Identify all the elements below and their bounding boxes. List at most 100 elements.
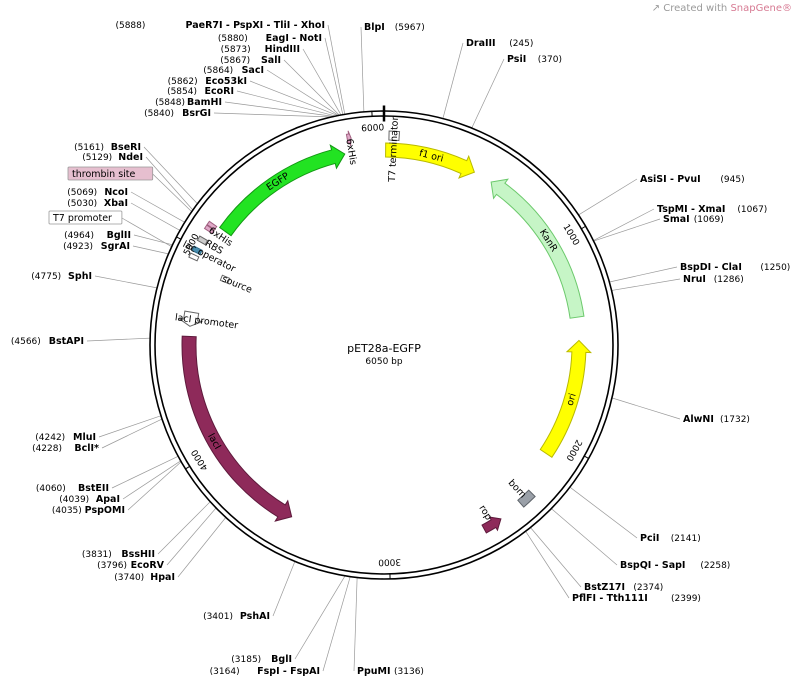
site-name-eco53ki: Eco53kI	[205, 76, 247, 87]
leader-pspomi	[127, 461, 182, 511]
site-bspdi-clai[interactable]: BspDI - ClaI(1250)	[680, 262, 790, 273]
feature-t7-promoter[interactable]	[188, 252, 200, 262]
site-thrombin-site[interactable]: thrombin site	[67, 166, 154, 181]
site-bcli[interactable]: BclI*(4228)	[32, 443, 99, 454]
leader-bsshii	[157, 501, 211, 555]
site-bglii[interactable]: BglII (4964)	[64, 230, 131, 241]
site-nrui[interactable]: NruI(1286)	[683, 274, 744, 285]
site-saci[interactable]: SacI(5864)	[203, 65, 264, 76]
site-pos-alwni: (1732)	[720, 415, 750, 425]
site-bsshii[interactable]: BssHII(3831)	[82, 549, 155, 560]
site-t7-promoter[interactable]: T7 promoter	[48, 210, 123, 225]
feature-thrombin-box[interactable]	[206, 220, 218, 231]
site-pos-ppumi: (3136)	[394, 667, 424, 677]
feature-t7-terminator[interactable]	[388, 130, 401, 142]
site-draiii[interactable]: DraIII(245)	[466, 38, 533, 49]
site-ppumi[interactable]: PpuMI(3136)	[357, 666, 424, 677]
site-blpi[interactable]: BlpI(5967)	[364, 22, 425, 33]
site-fspi-fspai[interactable]: FspI - FspAI(3164)	[210, 666, 320, 677]
site-name-asisi-pvui: AsiSI - PvuI	[640, 174, 701, 185]
feature-bom[interactable]	[517, 489, 536, 508]
site-name-blpi: BlpI	[364, 22, 385, 33]
site-pcii[interactable]: PciI(2141)	[640, 533, 701, 544]
leader-bsteii	[111, 455, 179, 489]
feature-source[interactable]	[219, 274, 231, 284]
site-name-eagi-noti: EagI - NotI	[266, 33, 322, 44]
site-pspomi[interactable]: PspOMI(4035)	[52, 505, 125, 516]
site-name-draiii: DraIII	[466, 38, 496, 49]
leader-bglii	[133, 234, 174, 246]
site-pos-apai: (4039)	[59, 495, 89, 505]
site-bgli[interactable]: BglI (3185)	[231, 654, 292, 665]
tick-label-1000: 1000	[560, 223, 580, 248]
site-apai[interactable]: ApaI(4039)	[59, 494, 120, 505]
site-name-bglii: BglII	[107, 230, 131, 241]
feature-rbs[interactable]	[196, 235, 209, 246]
leader-bgli	[294, 575, 346, 660]
feature-rop[interactable]	[481, 516, 502, 534]
site-tspmi-xmai[interactable]: TspMI - XmaI(1067)	[657, 204, 767, 215]
site-name-pspomi: PspOMI	[85, 505, 125, 516]
site-pos-bspqi-sapi: (2258)	[700, 561, 730, 571]
site-smai[interactable]: SmaI(1069)	[663, 214, 724, 225]
site-sali[interactable]: SalI(5867)	[220, 55, 281, 66]
feature-laci-promoter[interactable]	[178, 310, 203, 327]
site-sgrai[interactable]: SgrAI(4923)	[63, 241, 130, 252]
feature-6xhis-a[interactable]	[345, 130, 352, 147]
site-pos-pflfi-tth111i: (2399)	[671, 594, 701, 604]
site-mlui[interactable]: MluI(4242)	[35, 432, 96, 443]
site-ndei[interactable]: NdeI(5129)	[82, 152, 143, 163]
site-pshai[interactable]: PshAI(3401)	[203, 611, 270, 622]
watermark-prefix: Created with	[663, 3, 728, 14]
leader-alwni	[611, 397, 681, 420]
feature-lac-operator[interactable]	[191, 245, 203, 256]
leader-saci	[266, 69, 340, 117]
leader-ncoi	[130, 191, 186, 223]
site-labels: PaeR7I - PspXI - TliI - XhoI(5888) EagI -…	[11, 20, 790, 677]
site-eco53ki[interactable]: Eco53kI(5862)	[168, 76, 247, 87]
leader-eagi-noti	[324, 37, 344, 116]
site-hindiii[interactable]: HindIII(5873)	[221, 44, 300, 55]
leader-bstapi	[86, 337, 151, 342]
site-name-alwni: AlwNI	[683, 414, 714, 425]
site-pos-bglii: (4964)	[64, 231, 94, 241]
site-bsrgi[interactable]: BsrGI(5840)	[144, 108, 211, 119]
site-name-bgli: BglI	[271, 654, 292, 665]
site-psii[interactable]: PsiI(370)	[507, 54, 562, 65]
site-name-bspqi-sapi: BspQI - SapI	[620, 560, 685, 571]
site-pflfi-tth111i[interactable]: PflFI - Tth111I(2399)	[572, 593, 701, 604]
site-ecorv[interactable]: EcoRV(3796)	[97, 560, 165, 571]
feature-ori[interactable]	[539, 339, 592, 458]
site-name-bspdi-clai: BspDI - ClaI	[680, 262, 742, 273]
site-pos-asisi-pvui: (945)	[720, 175, 744, 185]
site-alwni[interactable]: AlwNI (1732)	[683, 414, 750, 425]
site-eagi-noti[interactable]: EagI - NotI(5880)	[218, 33, 322, 44]
site-pos-bgli: (3185)	[231, 655, 261, 665]
site-bstz17i[interactable]: BstZ17I(2374)	[584, 582, 663, 593]
site-ecori[interactable]: EcoRI(5854)	[167, 86, 234, 97]
tick-label-6000: 6000	[361, 123, 385, 134]
leader-pflfi-tth111i	[525, 530, 570, 599]
site-bseri[interactable]: BseRI(5161)	[74, 142, 141, 153]
site-pos-bsteii: (4060)	[36, 484, 66, 494]
site-name-ecorv: EcoRV	[131, 560, 165, 571]
site-bsteii[interactable]: BstEII(4060)	[36, 483, 109, 494]
feature-kanr[interactable]	[490, 178, 585, 319]
feature-label-6xhis-a: 6xHis	[343, 138, 358, 166]
site-paer7i-pspxi-tlii-xhoi[interactable]: PaeR7I - PspXI - TliI - XhoI(5888)	[115, 20, 325, 31]
feature-egfp[interactable]	[218, 144, 346, 237]
leader-xbai	[130, 202, 181, 232]
feature-6xhis-b[interactable]	[203, 224, 215, 235]
feature-laci[interactable]	[181, 335, 293, 522]
site-bstapi[interactable]: BstAPI(4566)	[11, 336, 84, 347]
feature-f1-ori[interactable]	[385, 142, 476, 179]
site-bamhi[interactable]: BamHI(5848)	[155, 97, 222, 108]
site-bspqi-sapi[interactable]: BspQI - SapI (2258)	[620, 560, 730, 571]
site-asisi-pvui[interactable]: AsiSI - PvuI (945)	[640, 174, 745, 185]
site-xbai[interactable]: XbaI(5030)	[67, 198, 128, 209]
site-hpai[interactable]: HpaI(3740)	[114, 572, 175, 583]
site-pos-tspmi-xmai: (1067)	[737, 205, 767, 215]
site-ncoi[interactable]: NcoI(5069)	[67, 187, 128, 198]
site-box-t7-promoter	[48, 210, 123, 225]
site-sphi[interactable]: SphI(4775)	[31, 271, 92, 282]
